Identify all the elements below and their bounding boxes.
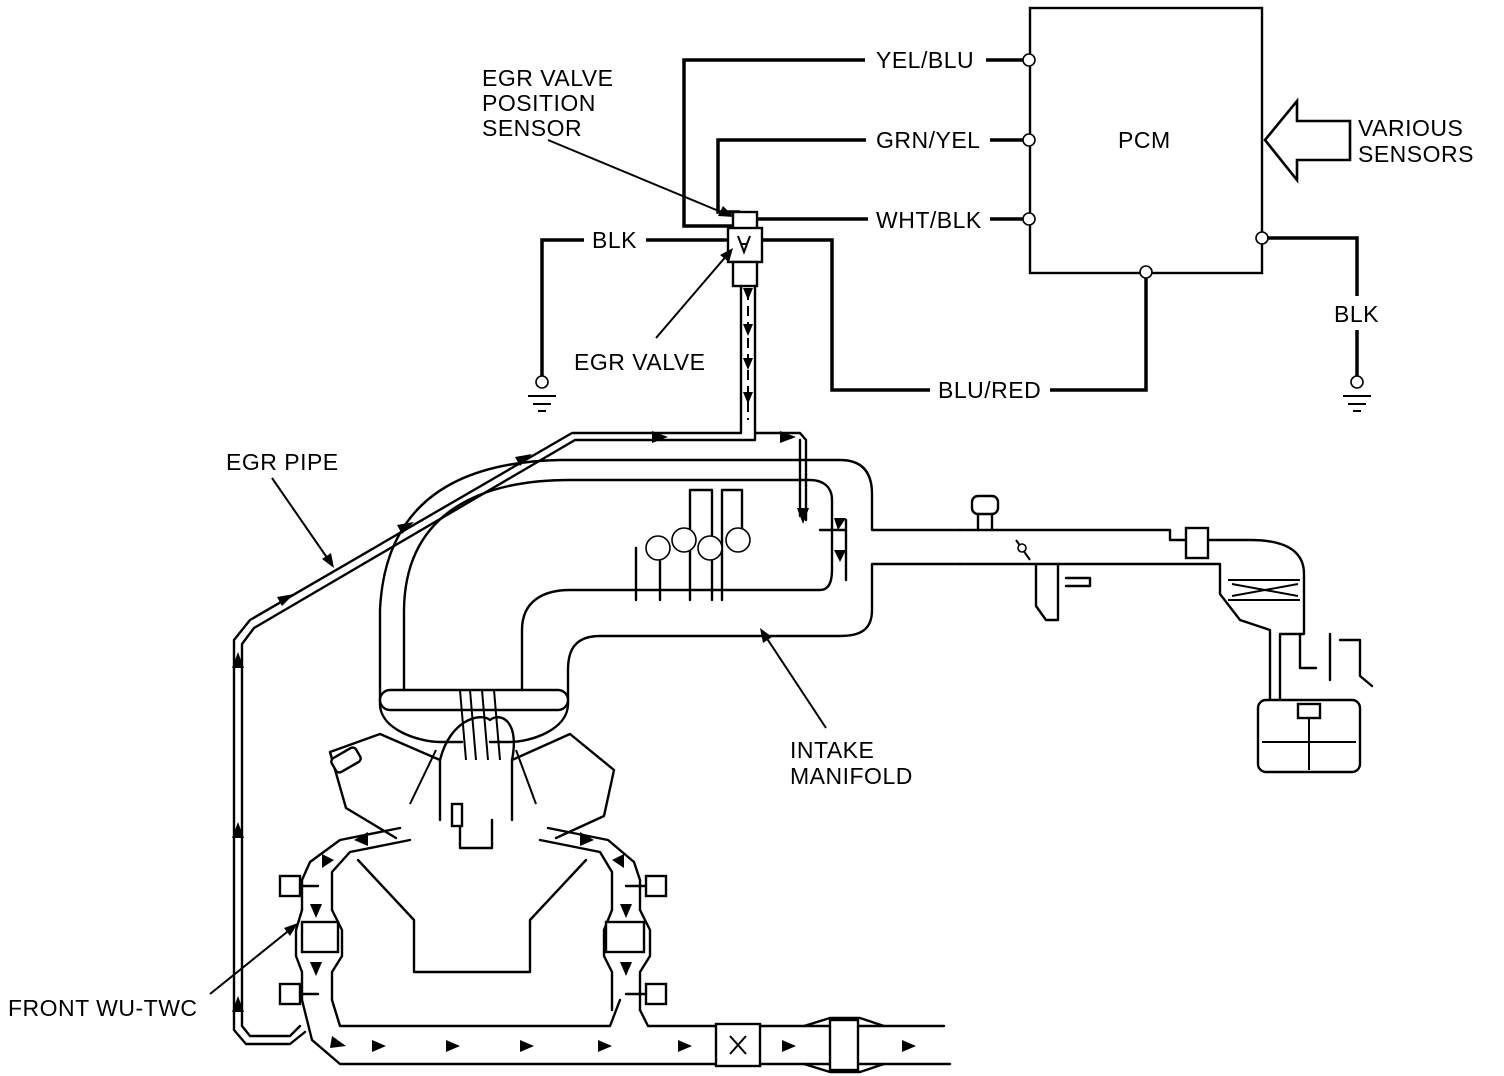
leader-egr-valve <box>655 253 729 339</box>
leader-position-sensor <box>547 139 727 215</box>
pcm-terminal <box>1255 231 1269 245</box>
intake-manifold-label-1: INTAKE <box>790 737 875 763</box>
egr-valve-position-sensor-label-1: EGR VALVE <box>482 65 614 91</box>
engine <box>278 689 952 1074</box>
wire-label-yel-blu: YEL/BLU <box>876 47 975 73</box>
wire-label-wht-blk: WHT/BLK <box>876 207 982 233</box>
egr-valve-label: EGR VALVE <box>574 349 706 375</box>
pcm-label: PCM <box>1118 127 1171 153</box>
front-wu-twc-label: FRONT WU-TWC <box>8 995 198 1021</box>
various-sensors-label-1: VARIOUS <box>1358 115 1464 141</box>
wire-label-grn-yel: GRN/YEL <box>876 127 981 153</box>
ground-right <box>1343 375 1371 412</box>
egr-pipe-label: EGR PIPE <box>226 449 339 475</box>
pcm-terminal <box>1022 133 1036 147</box>
wire-blu-red <box>760 238 1148 392</box>
wire-label-blu-red: BLU/RED <box>938 377 1042 403</box>
pcm-terminal <box>1022 53 1036 67</box>
egr-flow-arrows <box>232 288 809 1012</box>
intake-manifold <box>378 458 1374 774</box>
egr-pipe <box>232 422 808 1046</box>
various-sensors-arrow <box>1263 97 1352 184</box>
leader-egr-pipe <box>271 477 331 563</box>
leader-front-wu-twc <box>209 927 293 995</box>
wire-blk-left <box>540 238 730 376</box>
wire-label-blk-right: BLK <box>1334 301 1379 327</box>
wire-yel-blu <box>682 58 1028 228</box>
various-sensors-label-2: SENSORS <box>1358 141 1474 167</box>
pcm-box <box>1028 6 1264 275</box>
ground-left <box>528 375 556 412</box>
pcm-terminal <box>1139 265 1153 279</box>
leader-intake-manifold <box>763 633 827 729</box>
egr-valve <box>726 210 764 426</box>
wire-grn-yel <box>716 138 1028 214</box>
egr-valve-position-sensor-label-2: POSITION <box>482 90 596 116</box>
exhaust-flow-arrows <box>310 518 916 1052</box>
intake-manifold-label-2: MANIFOLD <box>790 763 913 789</box>
wire-blk-right <box>1262 236 1359 376</box>
pcm-terminal <box>1022 212 1036 226</box>
egr-valve-position-sensor-label-3: SENSOR <box>482 115 583 141</box>
wire-label-blk-left: BLK <box>592 227 637 253</box>
